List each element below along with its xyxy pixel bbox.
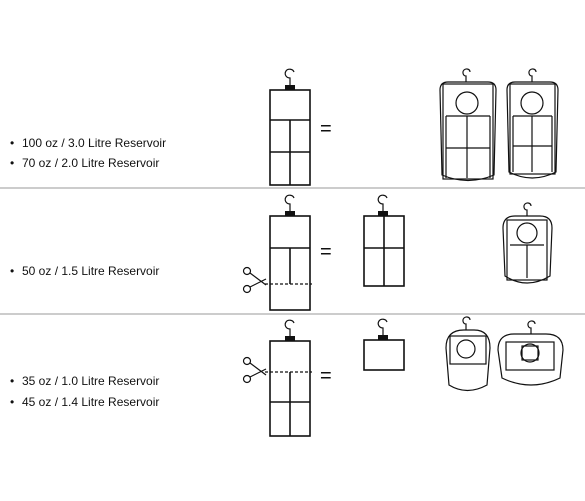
bullet-label: 100 oz / 3.0 Litre Reservoir	[22, 136, 166, 150]
hanger-icon	[377, 318, 388, 336]
bullet-dot: •	[10, 136, 14, 150]
panel-result	[363, 194, 405, 287]
hanger-clip	[285, 85, 295, 90]
hanger-icon	[284, 194, 295, 212]
bullet-label: 50 oz / 1.5 Litre Reservoir	[22, 264, 159, 278]
panel-result	[363, 318, 405, 371]
equals-sign: =	[320, 118, 332, 140]
reservoir-icon	[497, 320, 564, 386]
bullet-item: • 70 oz / 2.0 Litre Reservoir	[10, 156, 159, 170]
equals-sign: =	[320, 365, 332, 387]
hanger-icon	[284, 68, 295, 86]
bullet-label: 35 oz / 1.0 Litre Reservoir	[22, 374, 159, 388]
reservoir-icon	[506, 68, 559, 179]
bullet-label: 70 oz / 2.0 Litre Reservoir	[22, 156, 159, 170]
hanger-icon	[377, 194, 388, 212]
bullet-label: 45 oz / 1.4 Litre Reservoir	[22, 395, 159, 409]
row-small: • 35 oz / 1.0 Litre Reservoir • 45 oz / …	[10, 316, 564, 437]
panel-full	[242, 194, 312, 311]
row-large: • 100 oz / 3.0 Litre Reservoir • 70 oz /…	[10, 68, 559, 186]
bullet-item: • 35 oz / 1.0 Litre Reservoir	[10, 374, 159, 388]
panel-full	[242, 319, 312, 437]
bullet-dot: •	[10, 156, 14, 170]
bullet-dot: •	[10, 395, 14, 409]
row-medium: • 50 oz / 1.5 Litre Reservoir =	[10, 194, 553, 311]
reservoir-icon	[502, 202, 553, 284]
scissors-icon	[242, 266, 267, 294]
bullet-dot: •	[10, 374, 14, 388]
hanger-icon	[284, 319, 295, 337]
equals-sign: =	[320, 241, 332, 263]
bullet-dot: •	[10, 264, 14, 278]
panel-outline	[363, 339, 405, 371]
reservoir-icon	[439, 68, 497, 182]
bullet-item: • 100 oz / 3.0 Litre Reservoir	[10, 136, 166, 150]
reservoir-icon	[445, 316, 491, 392]
bullet-item: • 50 oz / 1.5 Litre Reservoir	[10, 264, 159, 278]
scissors-icon	[242, 356, 267, 384]
panel-full	[269, 68, 311, 186]
panel-outline	[269, 215, 311, 311]
bullet-item: • 45 oz / 1.4 Litre Reservoir	[10, 395, 159, 409]
